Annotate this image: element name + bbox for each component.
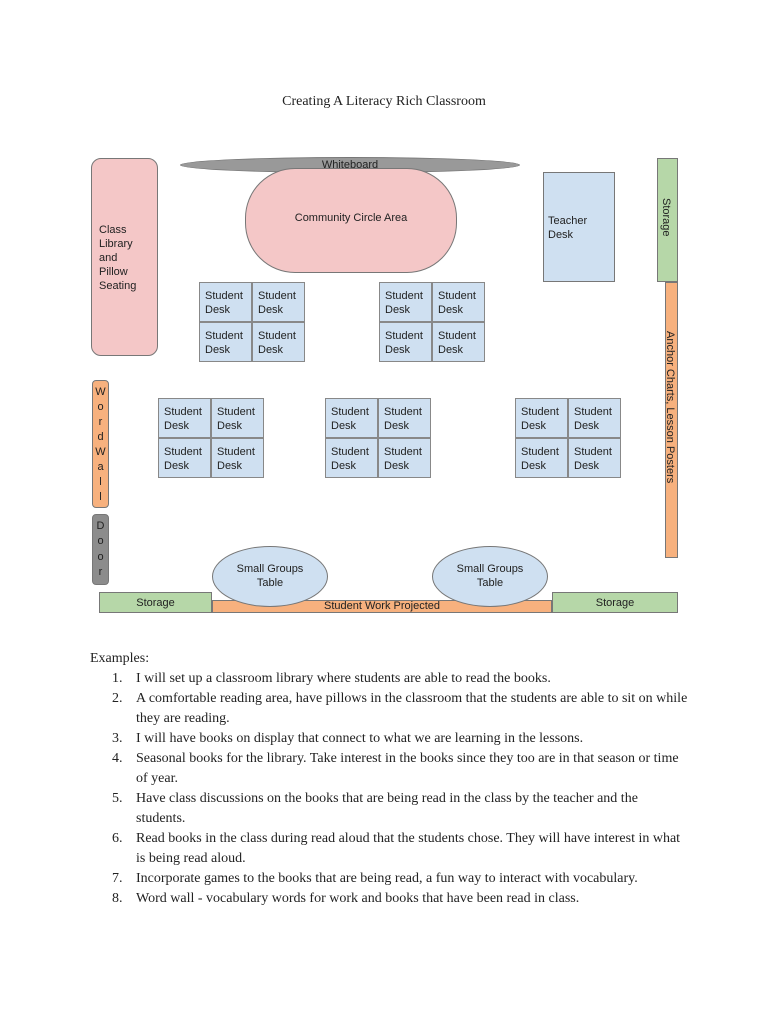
small-groups-table-right [432,546,548,607]
small-groups-table-left [212,546,328,607]
list-item: 6.Read books in the class during read al… [112,831,681,866]
anchor-charts-wall [665,282,678,558]
class-library-label: Class Library and Pillow Seating [99,224,137,292]
storage-bottom-right-label: Storage [595,597,635,609]
list-item: 7.Incorporate games to the books that ar… [112,871,638,886]
teacher-desk [543,172,615,282]
list-item: 1.I will set up a classroom library wher… [112,671,551,686]
student-work-projected-label: Student Work Projected [324,600,440,612]
community-circle-area [245,168,457,273]
door-label: D o o r [96,519,105,579]
examples-heading: Examples: [90,651,150,666]
storage-right [657,158,678,282]
storage-right-label: Storage [660,198,672,237]
classroom-diagram: Whiteboard Community Circle Area Class L… [91,157,678,613]
storage-bottom-right [552,592,678,613]
page-title: Creating A Literacy Rich Classroom [282,94,486,109]
list-item: 3.I will have books on display that conn… [112,731,584,746]
door [92,514,109,585]
small-groups-table-left-label: Small Groups Table [236,563,304,589]
examples-section: Examples: 1.I will set up a classroom li… [90,649,690,909]
list-item: 8.Word wall - vocabulary words for work … [112,891,580,906]
community-circle-label: Community Circle Area [294,212,408,224]
word-wall-label: W o r d W a l l [95,385,106,503]
storage-bottom-left-label: Storage [136,597,175,609]
anchor-charts-label: Anchor Charts, Lesson Posters [664,331,676,484]
storage-bottom-left [99,592,212,613]
list-item: 5.Have class discussions on the books th… [112,791,638,826]
class-library [91,158,158,356]
small-groups-table-right-label: Small Groups Table [456,563,524,589]
list-item: 2.A comfortable reading area, have pillo… [112,691,688,726]
list-item: 4.Seasonal books for the library. Take i… [112,751,679,786]
word-wall [92,380,109,508]
teacher-desk-label: Teacher Desk [548,215,588,241]
examples-list: 1.I will set up a classroom library wher… [90,669,690,909]
